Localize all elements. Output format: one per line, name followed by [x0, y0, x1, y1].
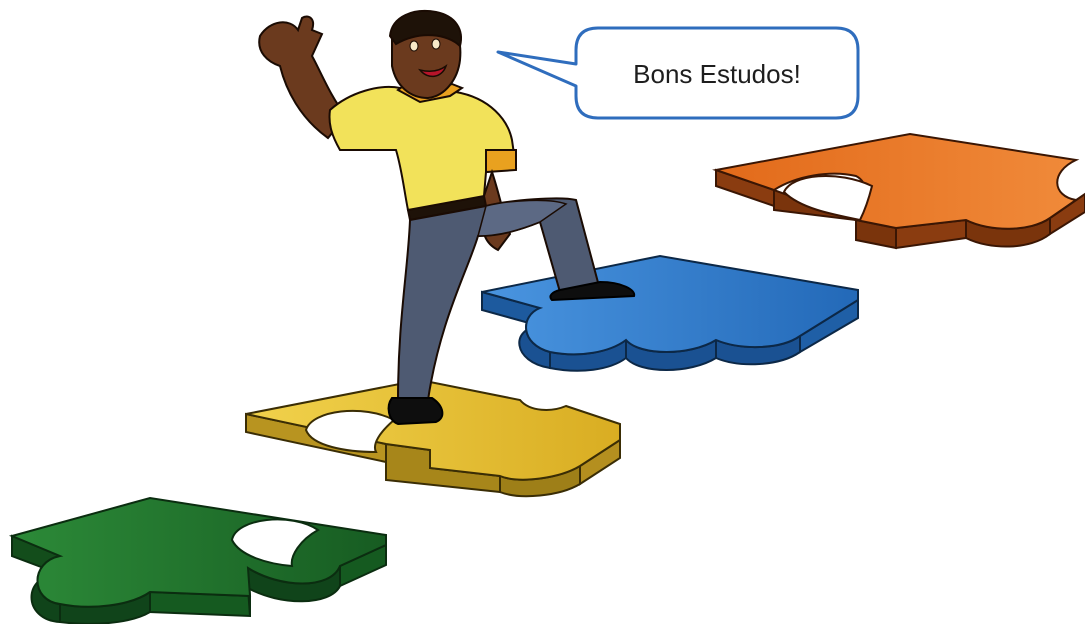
yellow-puzzle-piece	[245, 378, 621, 498]
orange-puzzle-piece	[712, 132, 1085, 250]
speech-bubble: Bons Estudos!	[496, 26, 860, 120]
green-puzzle-piece	[8, 496, 387, 624]
speech-bubble-text: Bons Estudos!	[633, 59, 801, 89]
man-character	[258, 10, 636, 426]
blue-puzzle-piece	[481, 254, 859, 372]
